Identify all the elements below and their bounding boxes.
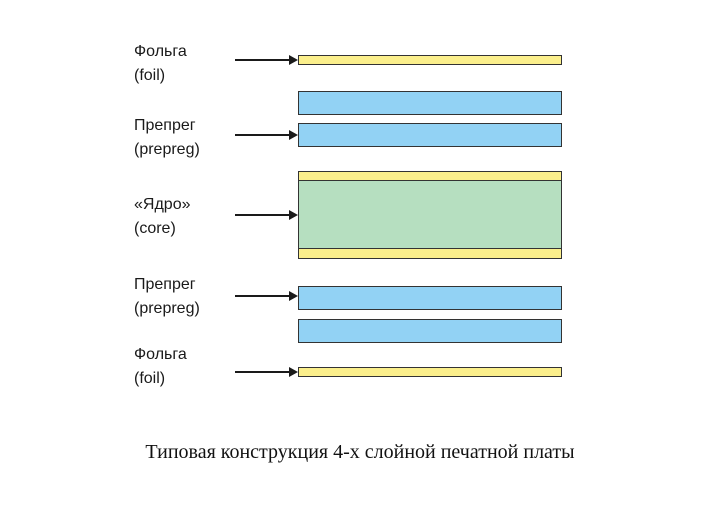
arrow-head-icon (289, 55, 298, 65)
label-core: «Ядро» (core) (134, 193, 190, 241)
arrow-head-icon (289, 130, 298, 140)
label-foil-bottom: Фольга (foil) (134, 343, 187, 391)
layer-foil-top (298, 55, 562, 65)
label-prepreg-top: Препрег (prepreg) (134, 114, 200, 162)
layer-prepreg-1 (298, 91, 562, 115)
arrow-head-icon (289, 210, 298, 220)
label-core-line2: (core) (134, 220, 176, 237)
layer-prepreg-3 (298, 286, 562, 310)
label-foil-bottom-line2: (foil) (134, 370, 166, 387)
label-prepreg-bottom-line2: (prepreg) (134, 300, 200, 317)
label-prepreg-top-line1: Препрег (134, 117, 196, 134)
label-prepreg-bottom-line1: Препрег (134, 276, 196, 293)
label-prepreg-top-line2: (prepreg) (134, 141, 200, 158)
label-prepreg-bottom: Препрег (prepreg) (134, 273, 200, 321)
arrow-head-icon (289, 367, 298, 377)
label-core-line1: «Ядро» (134, 196, 191, 213)
arrow-head-icon (289, 291, 298, 301)
layer-prepreg-2 (298, 123, 562, 147)
label-foil-top-line2: (foil) (134, 67, 166, 84)
layer-core-foil-bottom (298, 248, 562, 259)
label-foil-bottom-line1: Фольга (134, 346, 187, 363)
label-foil-top: Фольга (foil) (134, 40, 187, 88)
layer-foil-bottom (298, 367, 562, 377)
layer-prepreg-4 (298, 319, 562, 343)
figure-caption: Типовая конструкция 4-х слойной печатной… (145, 441, 575, 463)
label-foil-top-line1: Фольга (134, 43, 187, 60)
layer-core (298, 180, 562, 249)
